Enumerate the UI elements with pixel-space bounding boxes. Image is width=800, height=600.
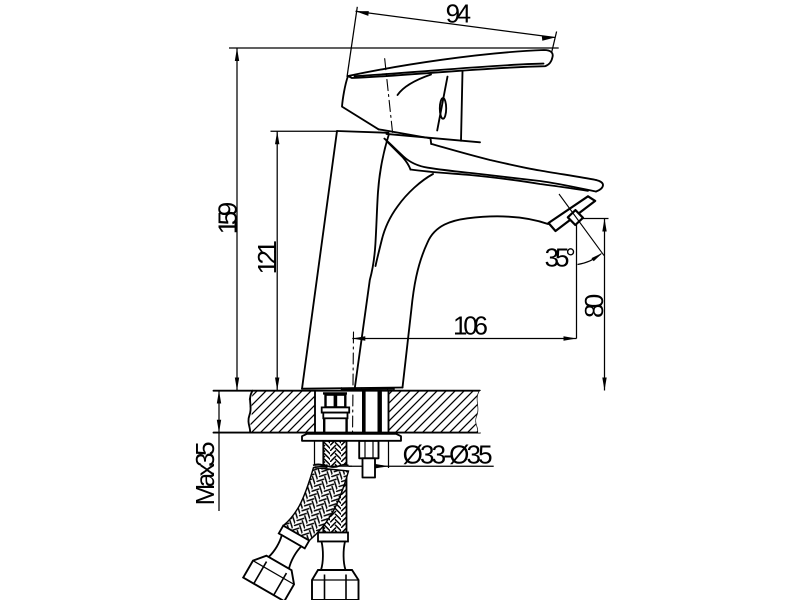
svg-text:80: 80 [579, 294, 609, 318]
svg-text:121: 121 [252, 240, 282, 274]
svg-text:Ø33-Ø35: Ø33-Ø35 [403, 440, 493, 470]
svg-text:106: 106 [453, 311, 488, 341]
svg-text:94: 94 [446, 0, 472, 28]
svg-text:Max35: Max35 [190, 441, 220, 505]
svg-text:35°: 35° [545, 243, 576, 273]
svg-text:159: 159 [212, 202, 242, 235]
